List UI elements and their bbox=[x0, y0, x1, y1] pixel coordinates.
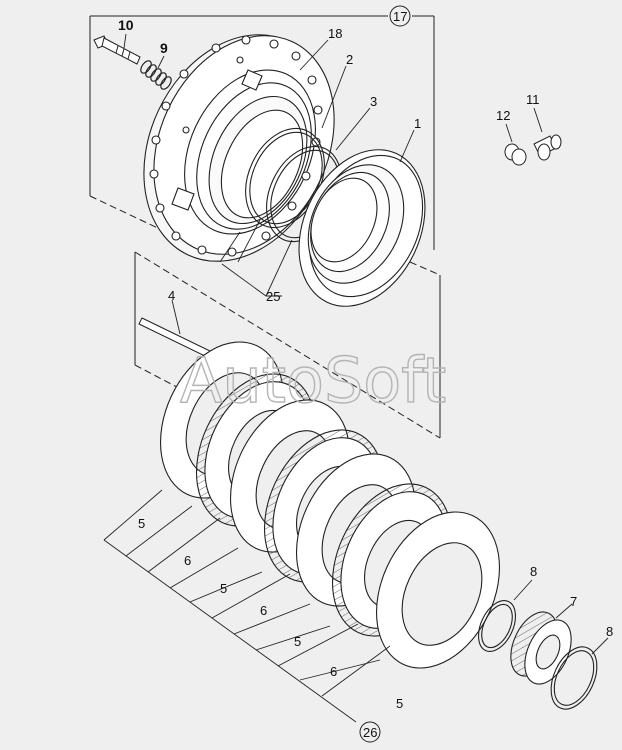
callout-17: 17 bbox=[393, 9, 407, 24]
plug-part-12 bbox=[504, 143, 527, 166]
callout-circle-26 bbox=[359, 721, 381, 743]
leader-lines bbox=[103, 33, 609, 723]
callout-6-c: 6 bbox=[330, 664, 337, 679]
bolt-part-10 bbox=[93, 35, 141, 65]
callout-8-b: 8 bbox=[606, 624, 613, 639]
callout-7: 7 bbox=[570, 594, 577, 609]
separator-plate-4 bbox=[375, 511, 501, 669]
spring-part-9 bbox=[140, 60, 172, 90]
callout-8-a: 8 bbox=[530, 564, 537, 579]
callout-6-b: 6 bbox=[260, 603, 267, 618]
callout-1: 1 bbox=[414, 116, 421, 131]
callout-10: 10 bbox=[118, 17, 134, 33]
snap-ring-part-8-b bbox=[550, 646, 598, 710]
housing-flange-part-18 bbox=[143, 34, 335, 262]
callout-12: 12 bbox=[496, 108, 510, 123]
callout-9: 9 bbox=[160, 40, 168, 56]
callout-4: 4 bbox=[168, 288, 175, 303]
callout-2: 2 bbox=[346, 52, 353, 67]
callout-18: 18 bbox=[328, 26, 342, 41]
piston-part-1 bbox=[298, 149, 426, 307]
splined-hub-part-7 bbox=[510, 611, 572, 685]
watermark-text: AutoSoft bbox=[180, 344, 446, 417]
snap-ring-part-8-a bbox=[477, 600, 517, 652]
callout-5-c: 5 bbox=[294, 634, 301, 649]
callout-circle-17 bbox=[389, 5, 411, 27]
callout-5-a: 5 bbox=[138, 516, 145, 531]
callout-5-d: 5 bbox=[396, 696, 403, 711]
callout-26: 26 bbox=[363, 725, 377, 740]
fitting-part-11 bbox=[533, 134, 562, 161]
callout-6-a: 6 bbox=[184, 553, 191, 568]
callout-25: 25 bbox=[266, 289, 280, 304]
callout-3: 3 bbox=[370, 94, 377, 109]
callout-11: 11 bbox=[526, 92, 540, 107]
callout-5-b: 5 bbox=[220, 581, 227, 596]
